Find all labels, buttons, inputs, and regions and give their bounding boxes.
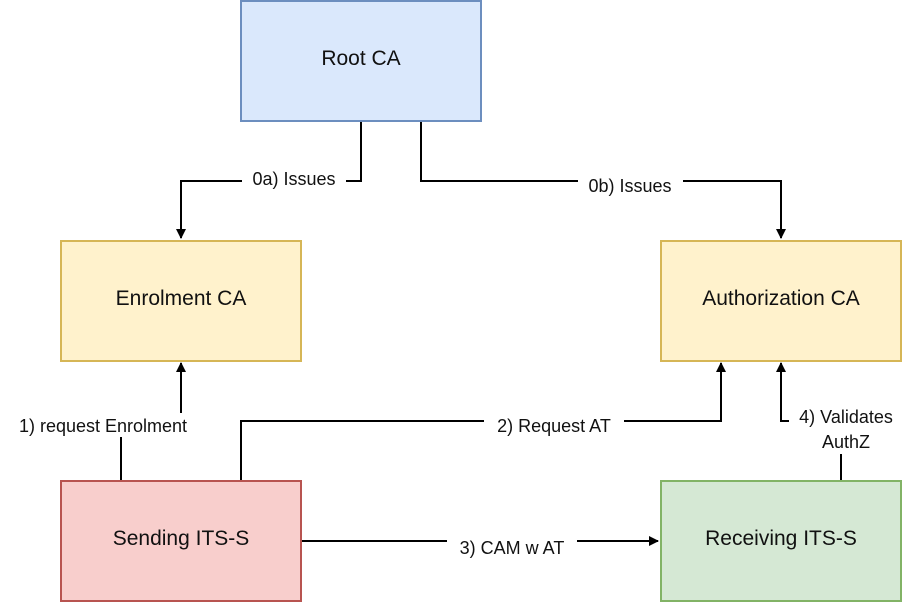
node-sending-its: Sending ITS-S <box>60 480 302 602</box>
node-sending-its-label: Sending ITS-S <box>113 527 250 550</box>
node-root-ca-label: Root CA <box>321 47 400 70</box>
label-validates-line2: AuthZ <box>822 432 870 452</box>
label-issues-authorization: 0b) Issues <box>588 176 671 196</box>
edge-request-at <box>240 362 726 481</box>
label-request-enrolment: 1) request Enrolment <box>19 416 187 436</box>
node-root-ca: Root CA <box>240 0 482 122</box>
node-authorization-ca: Authorization CA <box>660 240 902 362</box>
label-validates-line1: 4) Validates <box>799 407 893 427</box>
node-receiving-its: Receiving ITS-S <box>660 480 902 602</box>
node-enrolment-ca: Enrolment CA <box>60 240 302 362</box>
node-authorization-ca-label: Authorization CA <box>702 287 860 310</box>
label-request-at: 2) Request AT <box>497 416 611 436</box>
label-issues-enrolment: 0a) Issues <box>252 169 335 189</box>
node-enrolment-ca-label: Enrolment CA <box>116 287 247 310</box>
node-receiving-its-label: Receiving ITS-S <box>705 527 857 550</box>
label-cam-with-at: 3) CAM w AT <box>460 538 565 558</box>
